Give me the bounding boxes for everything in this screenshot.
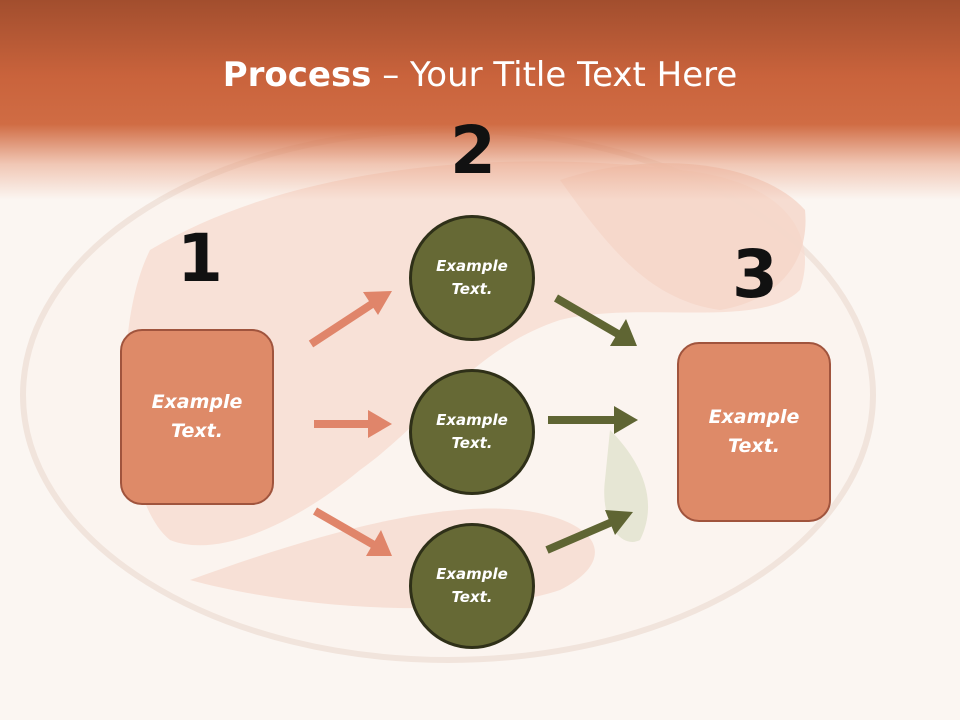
arrow-left-up bbox=[311, 291, 392, 344]
arrow-right-down bbox=[556, 298, 637, 346]
arrow-left-middle bbox=[314, 410, 392, 438]
arrow-right-middle bbox=[548, 406, 638, 434]
arrow-left-down bbox=[315, 511, 392, 556]
arrow-right-up bbox=[547, 510, 633, 550]
